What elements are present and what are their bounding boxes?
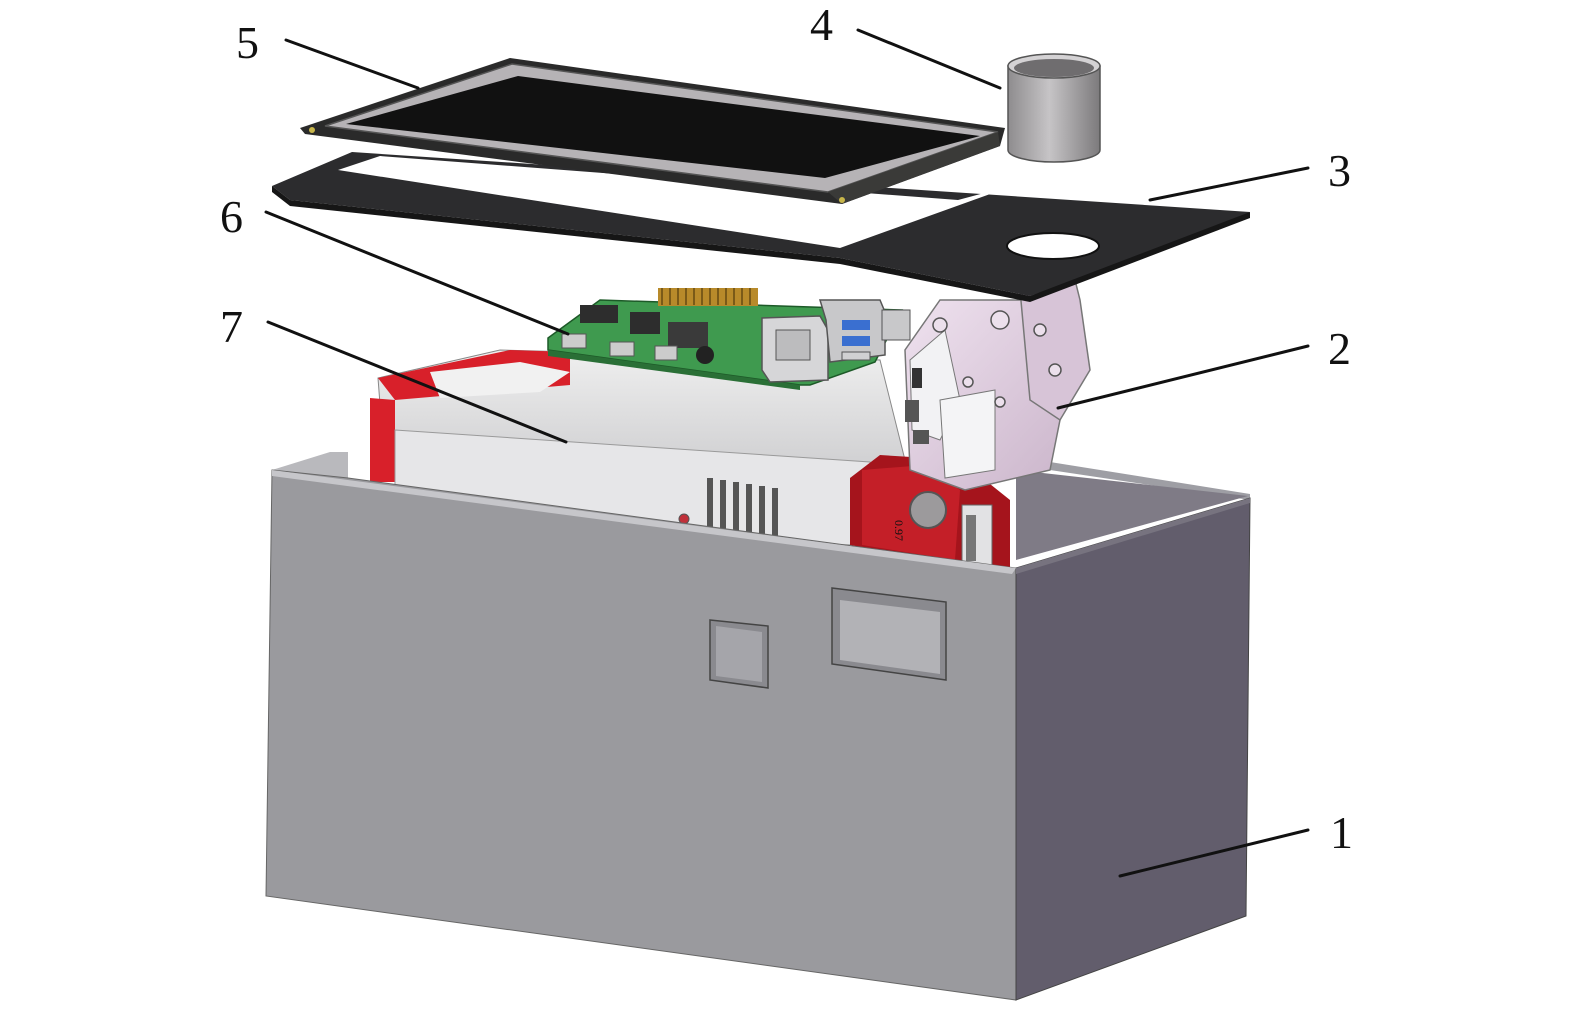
leader-line-1 <box>1118 828 1310 878</box>
display-panel <box>300 58 1005 204</box>
bracket-assembly <box>904 279 1091 491</box>
callout-4: 4 <box>810 0 833 50</box>
leader-line-4 <box>856 28 1002 90</box>
callout-3: 3 <box>1328 145 1351 196</box>
leader-line-7 <box>266 320 568 444</box>
leader-line-2 <box>1056 344 1310 410</box>
callout-5: 5 <box>236 17 259 68</box>
printer-vents <box>707 478 778 540</box>
mounting-plate <box>272 152 1250 302</box>
leader-line-6 <box>264 210 570 336</box>
circuit-board <box>547 288 911 390</box>
callout-7: 7 <box>220 301 243 352</box>
cylindrical-cup <box>1007 53 1101 163</box>
enclosure-box <box>265 469 1251 1001</box>
leader-line-5 <box>284 38 420 90</box>
callout-labels: 5 4 3 6 7 2 1 <box>220 0 1353 858</box>
callout-6: 6 <box>220 191 243 242</box>
printer-side-marking: 0.97 <box>892 520 906 541</box>
callout-1: 1 <box>1330 807 1353 858</box>
callout-2: 2 <box>1328 323 1351 374</box>
leader-line-3 <box>1148 166 1310 202</box>
leader-lines <box>264 28 1310 878</box>
